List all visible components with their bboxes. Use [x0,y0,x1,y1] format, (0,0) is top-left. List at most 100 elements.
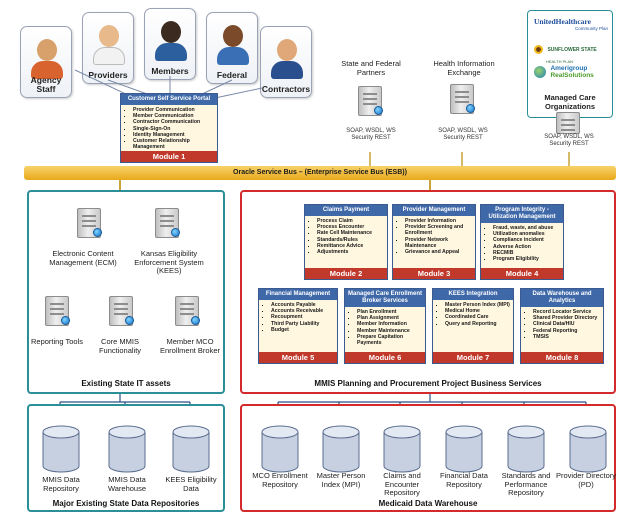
database-icon [322,425,360,473]
actor-connectors [74,69,570,166]
list-item: Fraud, waste, and abuse [493,225,560,231]
customer-self-service-portal: Customer Self Service Portal Provider Co… [120,93,218,163]
list-item: Shared Provider Directory [533,315,600,321]
module-badge: Module 4 [481,268,563,279]
actor-label: Contractors [261,84,311,94]
module-card-data-warehouse: Data Warehouse and Analytics Record Loca… [520,288,604,364]
person-icon [31,61,63,79]
module-badge: Module 2 [305,268,387,279]
list-item: Process Claim [317,218,384,224]
module-badge: Module 7 [433,352,513,363]
panel-caption: MMIS Planning and Procurement Project Bu… [314,379,542,388]
list-item: Member Communication [133,113,214,119]
asset-label: Core MMIS Functionality [98,337,142,355]
list-item: Contractor Communication [133,119,214,125]
server-icon [77,208,101,238]
mmis-services-panel: Claims Payment Process Claim Process Enc… [240,190,616,394]
list-item: Accounts Receivable [271,308,334,314]
list-item: Remittance Advice [317,243,384,249]
list-item: Process Encounter [317,224,384,230]
list-item: Provider Network Maintenance [405,237,472,249]
list-item: Third Party Liability [271,321,334,327]
partner-protocol: SOAP, WSDL, WS Security REST [438,128,488,141]
list-item: Customer Relationship Management [133,138,214,150]
mco-title: Managed Care Organizations [544,93,596,111]
module-card-program-integrity: Program Integrity - Utilization Manageme… [480,204,564,280]
repository-label: Standards and Performance Repository [501,471,551,497]
actor-label: Federal [216,70,248,80]
module-badge: Module 1 [121,151,217,162]
unitedhealthcare-logo: UnitedHealthcare Community Plan [534,17,608,31]
module-card-kees-integration: KEES Integration Master Person Index (MP… [432,288,514,364]
actor-contractors: Contractors [260,26,312,98]
list-item: TMSIS [533,334,600,340]
globe-icon [93,228,102,237]
actor-label: Providers [88,70,128,80]
list-item: Provider Screening and Enrollment [405,224,472,236]
list-item: RECMIB [493,250,560,256]
person-icon [93,47,125,65]
partner-protocol: SOAP, WSDL, WS Security REST [346,128,396,141]
list-item: Member Maintenance [357,328,422,334]
panel-caption: Existing State IT assets [81,379,171,388]
module-card-provider-management: Provider Management Provider Information… [392,204,476,280]
medicaid-data-warehouse-panel: MCO Enrollment Repository Master Person … [240,404,616,512]
list-item: Query and Reporting [445,321,510,327]
list-item: Prepare Capitation Payments [357,334,422,346]
asset-label: Electronic Content Management (ECM) [49,249,117,267]
list-item: Coordinated Care [445,314,510,320]
person-icon [217,47,249,65]
list-item: Provider Information [405,218,472,224]
partner-title: Health Information Exchange [433,59,495,77]
list-item: Clinical Data/HIU [533,321,600,327]
globe-icon [171,228,180,237]
list-item: Member Information [357,321,422,327]
list-item: Budget [271,327,334,333]
module-badge: Module 5 [259,352,337,363]
esb-label: Oracle Service Bus – (Enterprise Service… [233,169,407,176]
actor-members: Members [144,8,196,80]
module-card-managed-care-enrollment: Managed Care Enrollment Broker Services … [344,288,426,364]
repository-label: MMIS Data Repository [42,475,80,493]
database-icon [261,425,299,473]
panel-caption: Medicaid Data Warehouse [378,499,478,508]
database-icon [172,425,210,473]
globe-icon [466,104,475,113]
database-icon [108,425,146,473]
sunflower-icon [534,45,543,55]
sunflower-logo: SUNFLOWER STATE HEALTH PLAN [534,41,608,64]
circle-logo-icon [534,65,546,78]
state-it-assets-panel: Electronic Content Management (ECM) Kans… [27,190,225,394]
panel-caption: Major Existing State Data Repositories [52,499,200,508]
mco-protocol: SOAP, WSDL, WS Security REST [544,134,594,147]
esb-bar: Oracle Service Bus – (Enterprise Service… [24,166,616,180]
module-badge: Module 3 [393,268,475,279]
esb-connectors [119,180,431,190]
repository-label: Master Person Index (MPI) [316,471,366,489]
list-item: Adjustments [317,249,384,255]
partner-title: State and Federal Partners [341,59,401,77]
globe-icon [374,106,383,115]
actor-label: Agency Staff [30,75,62,94]
module-card-claims-payment: Claims Payment Process Claim Process Enc… [304,204,388,280]
repository-label: KEES Eligibility Data [165,475,217,493]
list-item: Provider Communication [133,107,214,113]
repository-label: MCO Enrollment Repository [252,471,308,489]
portal-items: Provider Communication Member Communicat… [121,105,217,150]
state-repositories-panel: MMIS Data Repository MMIS Data Warehouse… [27,404,225,512]
list-item: Accounts Payable [271,302,334,308]
amerigroup-logo: Amerigroup RealSolutions [534,63,608,81]
actor-label: Members [151,66,189,76]
repository-label: Financial Data Repository [440,471,488,489]
list-item: Medical Home [445,308,510,314]
person-icon [155,43,187,61]
database-icon [445,425,483,473]
module-badge: Module 6 [345,352,425,363]
list-item: Rate Cell Maintenance [317,230,384,236]
list-item: Program Eligibility [493,256,560,262]
list-item: Plan Assignment [357,315,422,321]
mco-box: UnitedHealthcare Community Plan SUNFLOWE… [527,10,613,118]
server-icon [556,112,580,134]
actor-federal: Federal [206,12,258,84]
module-badge: Module 8 [521,352,603,363]
